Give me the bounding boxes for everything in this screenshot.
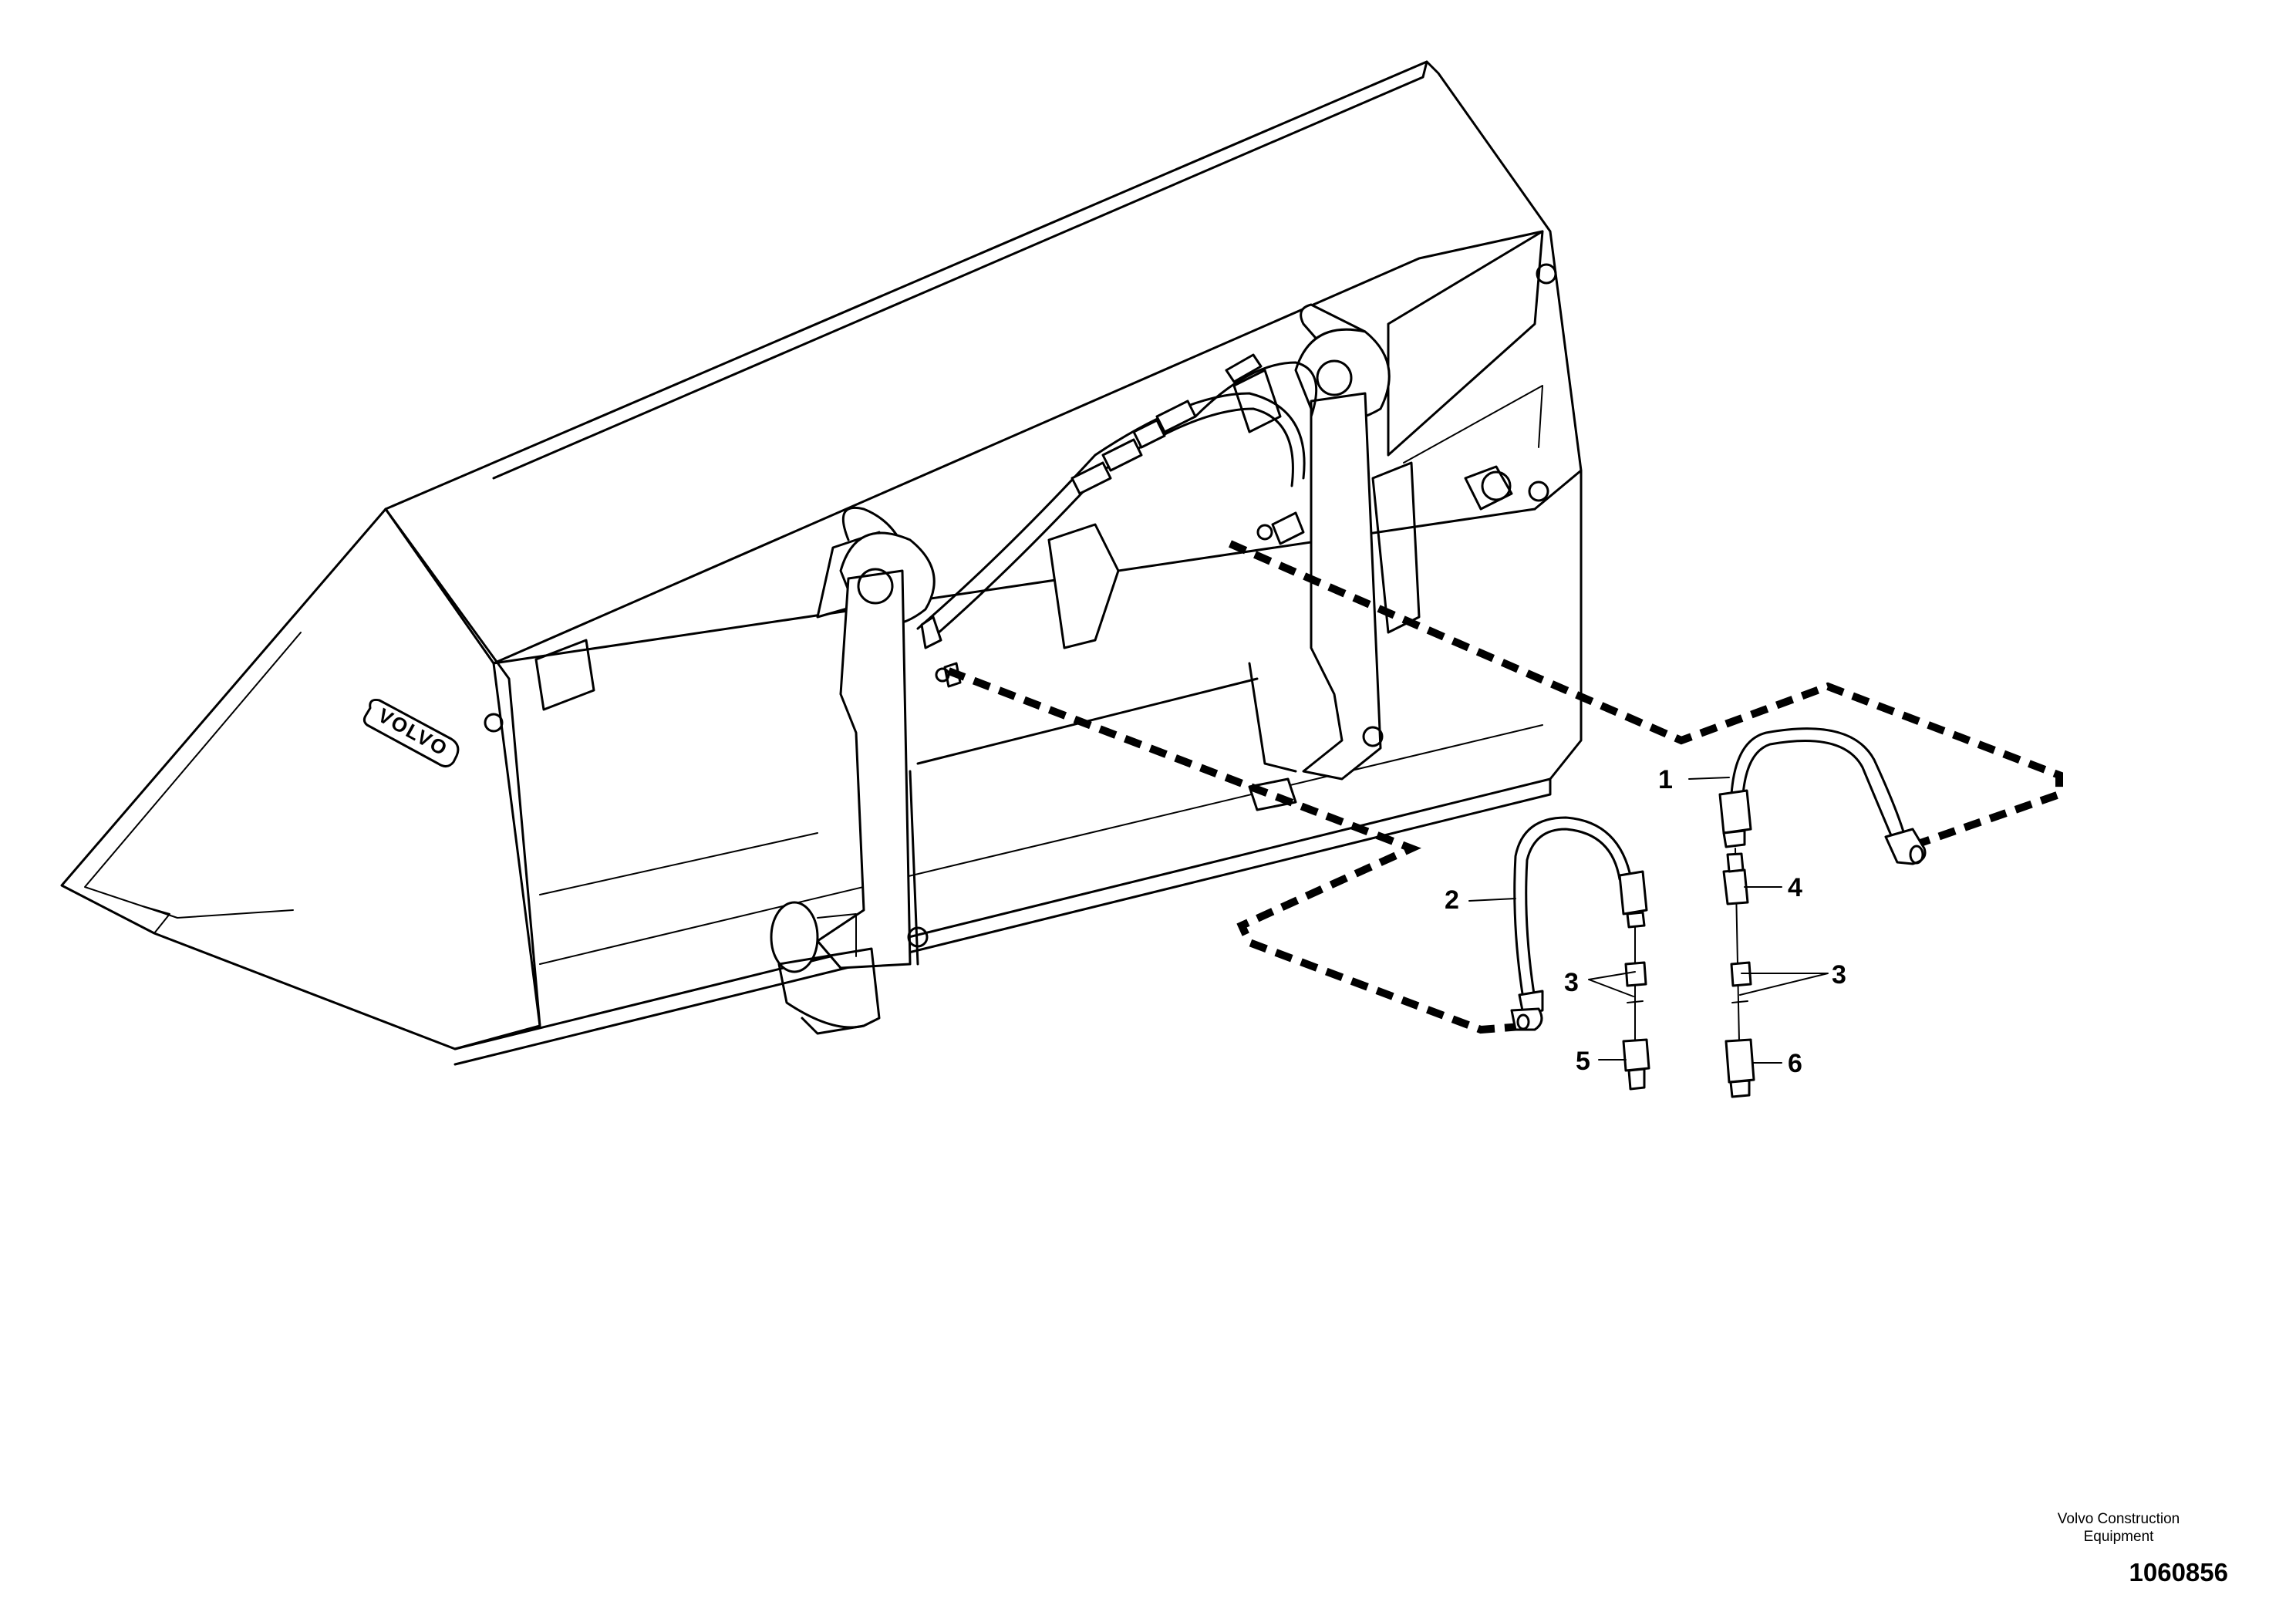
fittings-column-right	[1722, 848, 1755, 1098]
right-bracket	[1232, 303, 1513, 781]
callout-3-left: 3	[1564, 968, 1579, 997]
nut-left-top	[1626, 911, 1646, 929]
fittings-column-left	[1622, 911, 1650, 1091]
callout-leaders	[1468, 777, 1829, 1064]
credit-line-1: Volvo Construction	[2057, 1511, 2180, 1527]
middle-block	[909, 523, 1297, 966]
callout-5: 5	[1576, 1047, 1590, 1076]
volvo-logo-plate: VOLVO	[362, 699, 460, 767]
hose-2	[1510, 816, 1648, 1031]
leader-upper	[1229, 540, 2063, 852]
hose-1	[1718, 727, 1927, 865]
callout-6: 6	[1788, 1049, 1802, 1078]
callout-3-right: 3	[1832, 960, 1846, 990]
bucket	[60, 60, 1583, 1066]
bucket-hoses	[916, 353, 1318, 688]
callout-numbers: 1 2 3 3 4 5 6	[1445, 765, 1846, 1078]
document-number: 1060856	[2129, 1558, 2228, 1587]
part-5-coupler	[1622, 1038, 1650, 1072]
fitting-3-right	[1730, 961, 1752, 987]
credit-line-2: Equipment	[2083, 1529, 2154, 1545]
leader-lower	[947, 667, 1532, 1034]
manufacturer-credit: Volvo Construction Equipment	[2003, 1510, 2234, 1546]
dashed-leaders	[947, 540, 2063, 1034]
callout-2: 2	[1445, 885, 1459, 915]
fitting-3-left	[1624, 961, 1647, 987]
callout-1: 1	[1658, 765, 1673, 794]
part-6-coupler	[1725, 1038, 1755, 1084]
left-bracket	[770, 507, 936, 1035]
callout-4: 4	[1788, 873, 1802, 902]
